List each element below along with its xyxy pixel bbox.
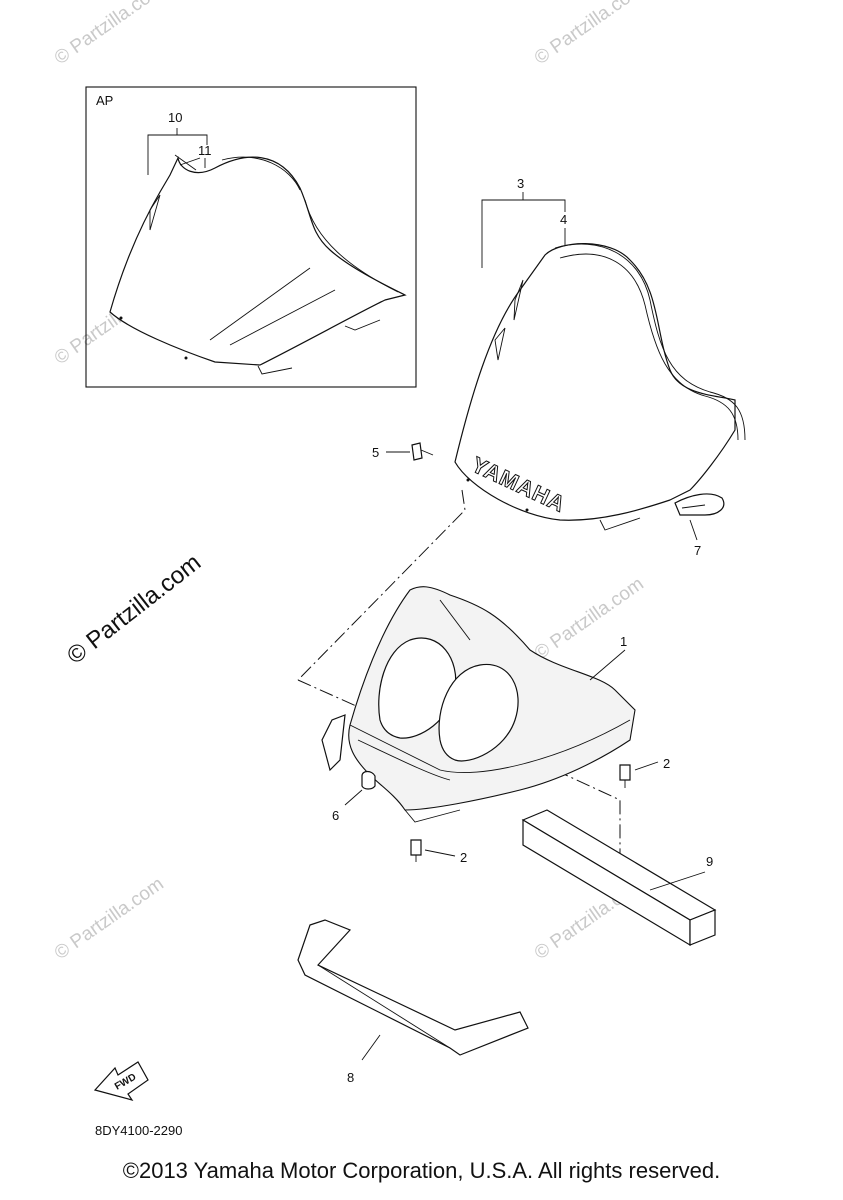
seal-8: 8 [297,919,529,1085]
watermark: © Partzilla.com [531,0,648,69]
watermark: © Partzilla.com [51,0,168,69]
seal [297,919,529,1056]
callout-5: 5 [372,445,379,460]
callout-10: 10 [168,110,182,125]
callout-1: 1 [620,634,627,649]
diagram-code: 8DY4100-2290 [95,1123,182,1138]
hood-panel: 1 [321,586,636,823]
watermark-large: © Partzilla.com [62,549,206,670]
foam-block-9: 9 [521,809,717,947]
callout-6: 6 [332,808,339,823]
hood-vent-right [438,663,519,762]
callout-9: 9 [706,854,713,869]
copyright-notice: ©2013 Yamaha Motor Corporation, U.S.A. A… [122,1158,721,1183]
windshield [454,243,736,521]
fwd-arrow-icon [93,1061,149,1101]
callout-4: 4 [560,212,567,227]
callout-7: 7 [694,543,701,558]
part-7: 7 [674,493,725,558]
grommet-6: 6 [332,770,376,823]
inset-label: AP [96,93,113,108]
bolt-2-lower: 2 [410,839,467,865]
callout-11: 11 [198,143,212,158]
fwd-arrow: FWD [93,1061,149,1101]
bolt-2-right: 2 [619,756,670,788]
inset-windshield [109,156,407,366]
callout-2-lower: 2 [460,850,467,865]
windshield-assembly: 3 4 YAMAHA [454,176,746,531]
watermark: © Partzilla.com [531,573,648,664]
callout-8: 8 [347,1070,354,1085]
callout-2-right: 2 [663,756,670,771]
watermark: © Partzilla.com [51,873,168,964]
callout-3: 3 [517,176,524,191]
screw-5: 5 [372,442,434,461]
inset-ap: AP 10 11 [85,86,417,388]
